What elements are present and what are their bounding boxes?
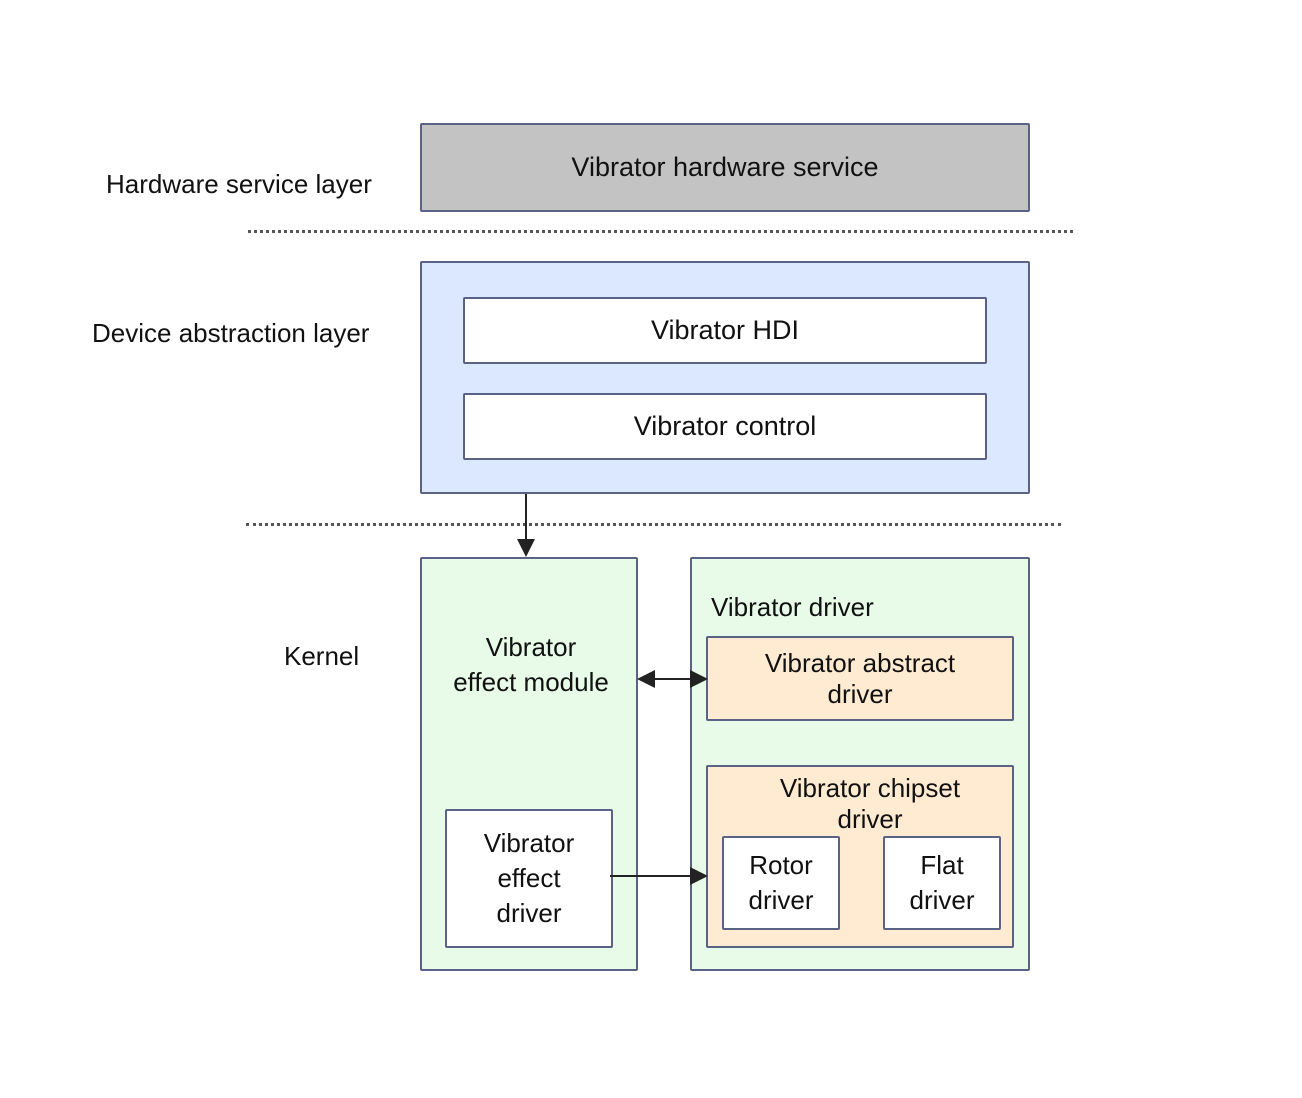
vibrator-control-box[interactable]: Vibrator control	[463, 393, 987, 460]
vibrator-driver-title: Vibrator driver	[711, 592, 874, 622]
chipset-driver-title-line1: Vibrator chipset	[779, 773, 961, 803]
layer-label-kernel: Kernel	[284, 641, 360, 671]
effect-driver-line1: Vibrator	[483, 828, 575, 858]
abstract-driver-line1: Vibrator abstract	[764, 647, 956, 678]
effect-driver-line3: driver	[496, 898, 562, 928]
abstract-driver-line2: driver	[827, 678, 893, 709]
effect-module-title-line2: effect module	[453, 667, 609, 697]
vibrator-hdi-label: Vibrator HDI	[650, 315, 800, 345]
chipset-driver-title-line2: driver	[837, 804, 903, 834]
rotor-driver-line2: driver	[748, 885, 814, 915]
flat-driver-line2: driver	[909, 885, 975, 915]
effect-module-title-line1: Vibrator	[485, 632, 577, 662]
flat-driver-line1: Flat	[920, 850, 964, 880]
vibrator-abstract-driver-box[interactable]: Vibrator abstract driver	[706, 636, 1014, 721]
rotor-driver-line1: Rotor	[749, 850, 813, 880]
vibrator-effect-module-title: Vibrator effect module	[420, 630, 642, 700]
rotor-driver-box[interactable]: Rotor driver	[722, 836, 840, 930]
flat-driver-box[interactable]: Flat driver	[883, 836, 1001, 930]
layer-divider-bottom	[246, 523, 1061, 526]
layer-label-hardware-service: Hardware service layer	[106, 169, 372, 199]
chipset-driver-title: Vibrator chipset driver	[726, 773, 1014, 835]
vibrator-hdi-box[interactable]: Vibrator HDI	[463, 297, 987, 364]
vibrator-control-label: Vibrator control	[633, 411, 817, 441]
vibrator-hardware-service-box[interactable]: Vibrator hardware service	[420, 123, 1030, 212]
vibrator-hardware-service-label: Vibrator hardware service	[571, 152, 879, 182]
vibrator-effect-driver-box[interactable]: Vibrator effect driver	[445, 809, 613, 948]
layer-divider-top	[248, 230, 1073, 233]
effect-driver-line2: effect	[497, 863, 561, 893]
layer-label-device-abstraction: Device abstraction layer	[92, 318, 370, 348]
